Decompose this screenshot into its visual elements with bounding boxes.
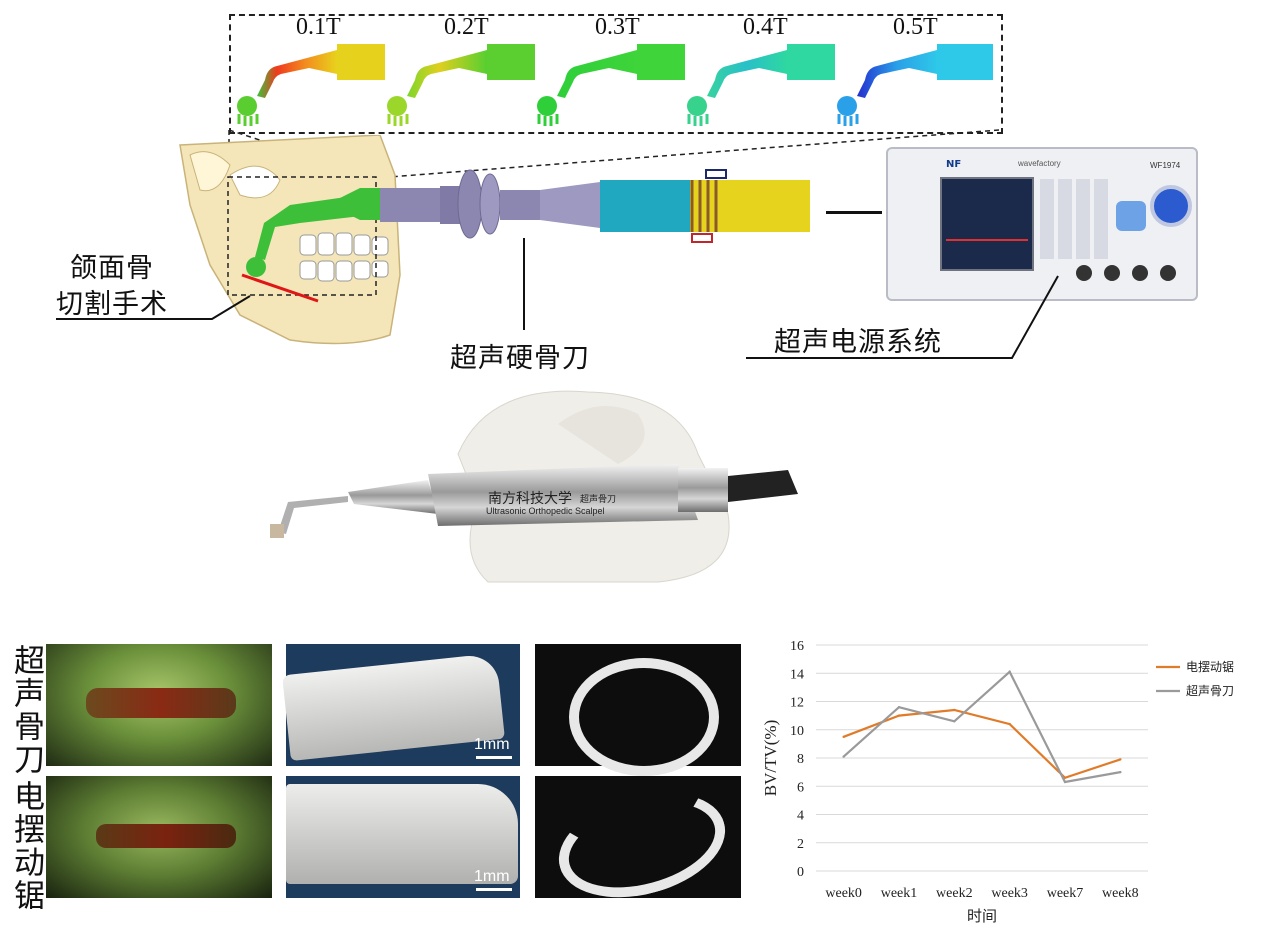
tip-0-1t <box>237 44 385 126</box>
data-point-s1-0 <box>842 755 845 758</box>
generator-bnc-4[interactable] <box>1160 265 1176 281</box>
microct-slice-ultrasonic <box>535 644 741 776</box>
data-point-s0-2 <box>953 708 956 712</box>
gross-photo-ultrasonic <box>46 644 272 766</box>
data-point-s1-3 <box>1008 670 1011 674</box>
series-line-1 <box>842 670 1121 784</box>
generator-logo: NF <box>946 159 962 170</box>
y-tick-label: 6 <box>797 780 804 795</box>
scale-bar-label-2: 1mm <box>474 868 510 885</box>
x-tick-label: week7 <box>1047 886 1084 901</box>
generator-keypad <box>1040 179 1110 259</box>
microct-3d-ultrasonic: 1mm <box>282 644 520 766</box>
tip-0-4t <box>687 44 835 126</box>
y-axis-label: BV/TV(%) <box>761 720 780 796</box>
simulation-panel <box>229 14 1003 134</box>
data-point-s0-0 <box>842 735 845 739</box>
series-line-0 <box>843 708 1121 780</box>
y-tick-label: 4 <box>797 809 804 824</box>
glove-and-scalpel <box>270 390 798 583</box>
x-tick-label: week3 <box>991 886 1028 901</box>
scale-bar-1 <box>476 756 512 759</box>
data-point-s0-1 <box>897 714 901 717</box>
y-tick-label: 16 <box>790 639 804 654</box>
x-tick-label: week2 <box>936 886 973 901</box>
power-system-label: 超声电源系统 <box>774 327 942 358</box>
surgery-label-line1: 颌面骨 <box>70 253 154 284</box>
callout-leaders <box>56 238 1059 359</box>
simulation-tips <box>237 44 993 126</box>
device-brand-cn: 南方科技大学 <box>488 491 572 507</box>
tesla-label-2: 0.2T <box>444 14 489 40</box>
device-brand-sub: 超声骨刀 <box>580 495 617 505</box>
scalpel-illustration <box>340 169 810 243</box>
generator-knob[interactable] <box>1150 185 1192 227</box>
generator-model: WF1974 <box>1150 161 1181 170</box>
tesla-label-3: 0.3T <box>595 14 640 40</box>
tesla-label-1: 0.1T <box>296 14 341 40</box>
tip-0-3t <box>537 44 685 126</box>
bvtv-line-chart: 0 2 4 6 8 10 12 14 16 week0 week1 week2 week3 week7 we… <box>761 639 1234 925</box>
data-point-s1-5 <box>1119 770 1122 774</box>
generator-bnc-2[interactable] <box>1104 265 1120 281</box>
cable-line <box>826 211 882 214</box>
x-tick-label: week0 <box>825 886 862 901</box>
device-brand-en: Ultrasonic Orthopedic Scalpel <box>486 506 605 516</box>
scale-bar-label-1: 1mm <box>474 736 510 753</box>
y-tick-label: 0 <box>797 865 804 880</box>
row-label-electric-saw: 电摆动锯 <box>8 780 44 912</box>
y-tick-label: 2 <box>797 837 804 852</box>
generator-bnc-3[interactable] <box>1132 265 1148 281</box>
legend-label-0: 电摆动锯 <box>1186 659 1234 674</box>
y-tick-label: 12 <box>790 696 804 711</box>
data-point-s1-2 <box>953 720 956 723</box>
surgery-label-line2: 切割手术 <box>56 289 168 320</box>
device-photo: 南方科技大学 超声骨刀 Ultrasonic Orthopedic Scalpe… <box>258 384 798 589</box>
x-tick-label: week8 <box>1102 886 1139 901</box>
y-tick-label: 8 <box>797 752 804 767</box>
data-point-s0-5 <box>1119 758 1122 761</box>
microct-slice-electric-saw <box>535 775 741 915</box>
scalpel-label: 超声硬骨刀 <box>450 343 590 374</box>
tip-0-5t <box>837 44 993 126</box>
legend-label-1: 超声骨刀 <box>1186 683 1234 698</box>
row-label-ultrasonic: 超声骨刀 <box>8 644 44 776</box>
skull-illustration <box>179 135 401 345</box>
gross-photo-electric-saw <box>46 776 272 898</box>
data-point-s1-4 <box>1063 780 1067 784</box>
generator-screen <box>940 177 1034 271</box>
tesla-label-5: 0.5T <box>893 14 938 40</box>
generator-brand: wavefactory <box>1018 159 1061 168</box>
data-point-s0-3 <box>1008 722 1011 726</box>
y-tick-label: 10 <box>790 724 804 739</box>
generator-arrows[interactable] <box>1116 201 1146 231</box>
generator-bnc-1[interactable] <box>1076 265 1092 281</box>
signal-generator: NF wavefactory WF1974 <box>886 147 1198 301</box>
tip-0-2t <box>387 44 535 126</box>
x-tick-label: week1 <box>881 886 918 901</box>
x-axis-label: 时间 <box>967 907 997 925</box>
data-point-s1-1 <box>897 705 901 709</box>
y-tick-label: 14 <box>790 667 804 682</box>
tesla-label-4: 0.4T <box>743 14 788 40</box>
scale-bar-2 <box>476 888 512 891</box>
microct-3d-electric-saw: 1mm <box>286 776 520 898</box>
